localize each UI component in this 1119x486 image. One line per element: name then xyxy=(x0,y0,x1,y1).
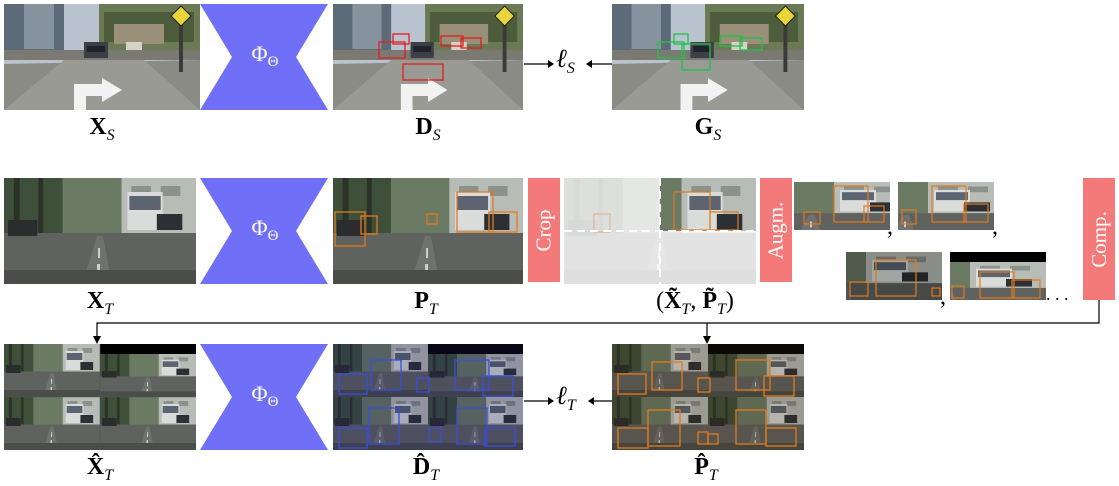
loss-t: ℓT xyxy=(556,381,576,414)
crop-tag: Crop xyxy=(528,178,560,282)
composite-input-image xyxy=(4,344,196,450)
network-block-row1 xyxy=(200,4,328,110)
det-box xyxy=(378,41,406,59)
augm-tag: Augm. xyxy=(760,178,792,282)
ellipsis: . . . xyxy=(1046,284,1069,304)
label-x-t: XT xyxy=(86,288,114,318)
source-detection-image xyxy=(333,4,523,110)
label-g-s: GS xyxy=(694,114,722,144)
network-block-row3 xyxy=(200,344,328,450)
augmented-crop-1 xyxy=(794,182,890,230)
pseudo-label-image xyxy=(333,178,523,284)
comma-2: , xyxy=(992,214,998,240)
label-p-hat-t: P̂T xyxy=(694,454,718,484)
arrow-left-to-loss-s xyxy=(586,56,614,74)
ground-truth-image xyxy=(612,4,804,110)
crop-augmented-image xyxy=(564,178,756,284)
label-d-s: DS xyxy=(415,114,441,144)
arrow-left-to-loss-t xyxy=(588,393,612,411)
augmented-crop-4 xyxy=(950,252,1046,300)
label-x-s: XS xyxy=(89,114,115,144)
label-pair-augmented: (X̃T, P̃T) xyxy=(656,288,734,318)
composite-pseudo-label-image xyxy=(612,344,804,450)
loss-s: ℓS xyxy=(556,44,575,77)
label-d-hat-t: D̂T xyxy=(412,454,440,484)
comma-1: , xyxy=(887,214,893,240)
label-x-hat-t: X̂T xyxy=(86,454,114,484)
augmented-crop-3 xyxy=(846,252,942,300)
network-block-row2 xyxy=(200,178,328,284)
network-label-row2: ΦΘ xyxy=(251,215,279,244)
composite-detection-image xyxy=(333,344,523,450)
arrow-right-to-loss-t xyxy=(524,393,554,411)
augmented-crop-2 xyxy=(898,182,994,230)
label-p-t: PT xyxy=(414,288,438,318)
comp-tag: Comp. xyxy=(1083,178,1115,300)
arrow-right-to-loss-s xyxy=(524,56,554,74)
network-label-row1: ΦΘ xyxy=(251,41,279,70)
comma-3: , xyxy=(940,284,946,310)
network-label-row3: ΦΘ xyxy=(251,381,279,410)
